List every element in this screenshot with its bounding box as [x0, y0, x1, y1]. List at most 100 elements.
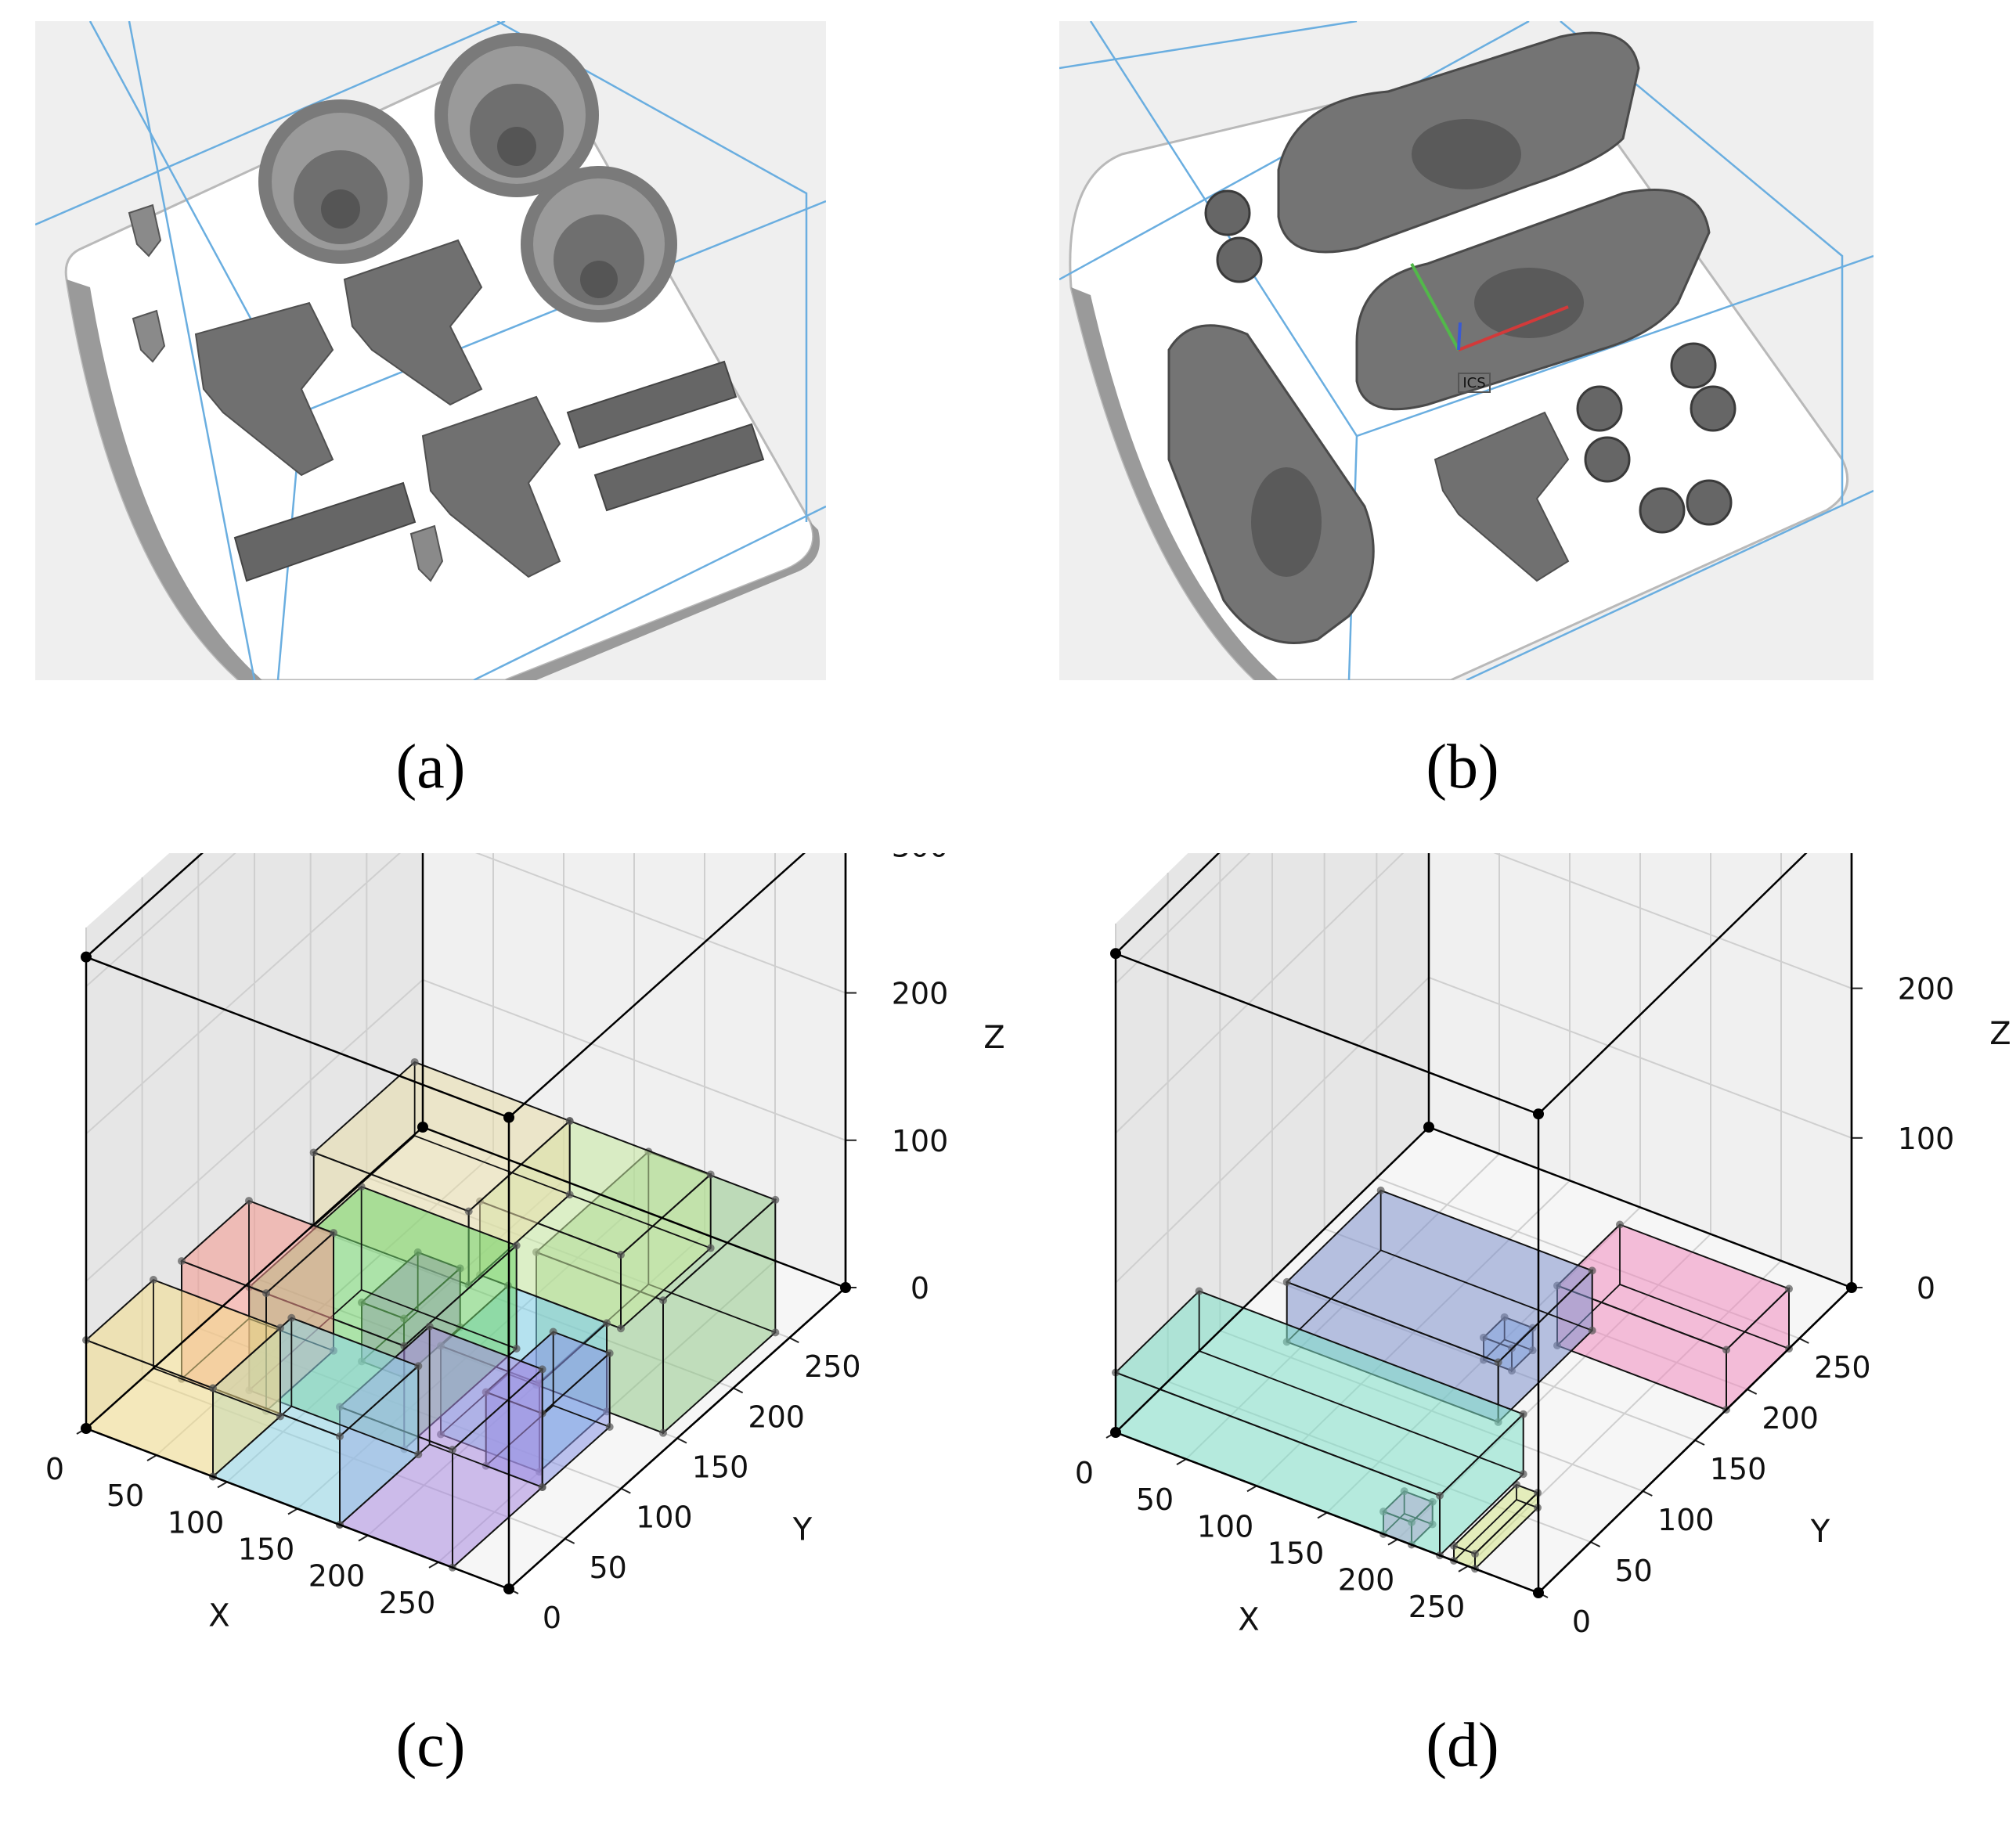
x-tick-label: 50 [106, 1479, 144, 1513]
bracket-part [421, 395, 561, 578]
plate-edge [1071, 287, 1278, 680]
z-tick-label: 100 [892, 1124, 949, 1158]
render-a-svg [35, 21, 826, 680]
box-corner [1588, 1326, 1596, 1335]
z-tick-label: 0 [1917, 1271, 1935, 1306]
y-tick-label: 150 [1710, 1452, 1767, 1486]
box-corner [425, 1322, 434, 1331]
box-corner [1722, 1345, 1730, 1354]
box-corner [1785, 1284, 1793, 1293]
box-corner [410, 1057, 419, 1066]
container-corner [840, 1282, 851, 1293]
bowl-part [521, 166, 677, 322]
container-edge [85, 853, 204, 958]
y-tick [620, 1487, 631, 1494]
box-corner [706, 1244, 715, 1252]
container-edge [422, 1126, 846, 1289]
plot-d: 0050501001001501502002002502500100200300… [1075, 853, 2011, 1639]
box-corner [565, 1191, 574, 1199]
container-edge [508, 1287, 846, 1590]
bracket-part [1434, 411, 1570, 582]
container-corner [1423, 1122, 1434, 1133]
render-b: ICS [1059, 21, 1874, 680]
car-cockpit [1251, 467, 1322, 577]
y-axis-label: Y [792, 1512, 813, 1548]
box-edge [1286, 1249, 1382, 1342]
container-edge [1538, 853, 1808, 1115]
pin-part [409, 524, 444, 582]
box-edge [553, 1404, 610, 1428]
box-corner [178, 1257, 186, 1266]
packed-box [82, 1276, 284, 1481]
y-tick-label: 0 [543, 1601, 561, 1635]
container-edge [85, 956, 510, 1119]
car-cockpit [1474, 268, 1584, 338]
bracket-part [194, 301, 334, 477]
x-tick-label: 250 [379, 1586, 436, 1620]
box-corner [605, 1423, 614, 1431]
x-tick [358, 1534, 369, 1542]
box-corner [414, 1450, 423, 1459]
box-corner [771, 1328, 780, 1337]
box-corner [565, 1117, 574, 1126]
y-tick [676, 1437, 687, 1444]
grid-line [85, 853, 401, 1135]
box-corner [1588, 1266, 1596, 1275]
box-corner [414, 1362, 423, 1371]
y-tick-label: 100 [1657, 1503, 1715, 1537]
y-tick-label: 200 [1762, 1401, 1819, 1436]
box-edge [361, 1288, 517, 1349]
y-tick [1747, 1389, 1758, 1395]
z-tick-label: 100 [1898, 1122, 1955, 1156]
caption-c: (c) [395, 1711, 466, 1780]
x-tick [1246, 1485, 1257, 1493]
box-corner [549, 1327, 557, 1336]
x-tick [1176, 1458, 1187, 1466]
wheel-pair-part [1670, 342, 1737, 432]
x-tick-label: 150 [238, 1533, 295, 1567]
box-corner [276, 1412, 284, 1421]
box-corner [1519, 1470, 1527, 1479]
box-corner [150, 1276, 157, 1284]
y-tick [1798, 1338, 1809, 1344]
z-axis-label: Z [1989, 1016, 2011, 1052]
x-tick-label: 200 [308, 1559, 366, 1594]
box-corner [1519, 1410, 1527, 1418]
container-corner [417, 1122, 428, 1133]
pin-part [128, 204, 162, 258]
box-edge [569, 1194, 711, 1249]
box-corner [1616, 1220, 1624, 1229]
container-corner [81, 1423, 92, 1434]
x-tick [1317, 1511, 1328, 1519]
box-corner [771, 1195, 780, 1204]
container-corner [1846, 1282, 1857, 1293]
bowl-part [435, 33, 599, 197]
grid-line [1115, 977, 1430, 1284]
grid-line [474, 853, 846, 994]
wheel-pair-part [1204, 189, 1263, 283]
car-cockpit [1412, 119, 1521, 189]
y-tick-label: 50 [1614, 1554, 1652, 1588]
box-corner [309, 1148, 318, 1157]
box-corner [1282, 1277, 1291, 1286]
x-tick [1458, 1565, 1469, 1572]
grid-line [1493, 853, 1852, 989]
grid-line [85, 853, 236, 988]
x-axis-label: X [1238, 1602, 1259, 1638]
box-edge [1380, 1249, 1592, 1331]
ics-label: ICS [1462, 375, 1485, 391]
x-tick-label: 150 [1268, 1536, 1325, 1571]
container-edge [1115, 1431, 1539, 1594]
box-edge [1453, 1499, 1517, 1562]
box-corner [659, 1296, 667, 1305]
x-tick [287, 1508, 298, 1515]
box-edge [153, 1367, 281, 1418]
box-corner [706, 1170, 715, 1179]
grid-line [85, 979, 424, 1282]
box-edge [648, 1283, 776, 1334]
z-tick-label: 300 [1898, 853, 1955, 856]
caption-a: (a) [395, 733, 466, 802]
y-tick [733, 1387, 744, 1394]
container-corner [503, 1583, 514, 1594]
box-corner [1436, 1491, 1444, 1500]
